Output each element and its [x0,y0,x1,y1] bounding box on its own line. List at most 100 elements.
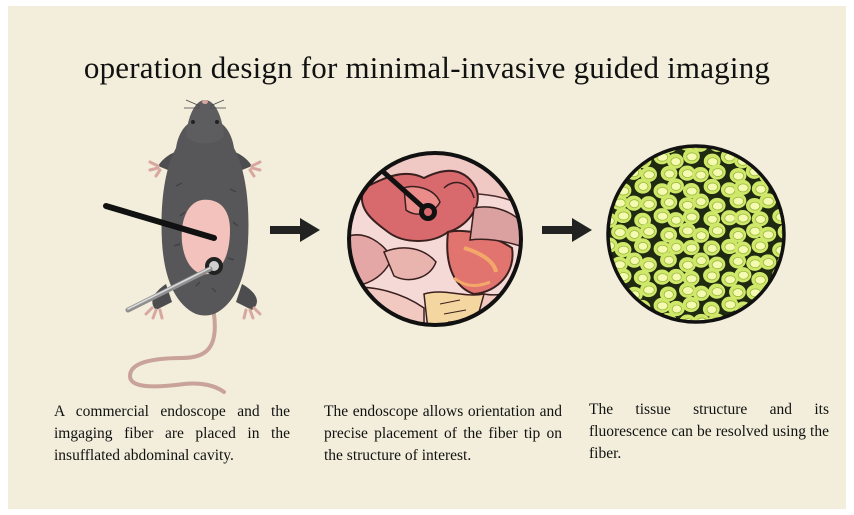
tissue-cell-nucleus [712,288,723,296]
tissue-cell-nucleus [664,256,673,264]
tissue-cell [798,168,815,183]
tissue-cell-nucleus [697,257,707,265]
tissue-cell-nucleus [805,247,816,255]
tissue-cell-nucleus [782,168,792,176]
tissue-cell-nucleus [733,197,743,205]
tissue-cell-nucleus [665,199,675,207]
tissue-cell-nucleus [763,231,773,239]
tissue-cell-nucleus [801,320,812,328]
tissue-cell-nucleus [605,303,615,311]
tissue-cell-nucleus [604,156,613,164]
tissue-cell [778,224,795,239]
tissue-cell [798,282,815,297]
tissue-cell-nucleus [683,261,694,269]
tissue-cell-nucleus [802,230,813,238]
tissue-cell [625,139,642,154]
tissue-cell [591,197,608,212]
tissue-cell [802,267,819,282]
tissue-cell [600,152,617,167]
tissue-cell [802,151,819,166]
tissue-cell-nucleus [605,183,614,191]
tissue-cell-nucleus [802,172,813,180]
tissue-cell-nucleus [713,169,723,177]
tissue-cell [730,136,747,151]
tissue-cell [615,150,632,165]
tissue-cell-nucleus [683,287,694,295]
tissue-cell-nucleus [644,139,655,147]
tissue-cell-nucleus [657,212,668,220]
tissue-cell-nucleus [638,274,647,282]
tissue-cell-nucleus [725,301,736,309]
tissue-cell [600,179,617,194]
tissue-cell-nucleus [657,302,668,310]
arrow-icon [542,218,592,242]
tissue-cell-nucleus [802,198,813,206]
tissue-fluorescence-illustration [604,142,788,326]
tissue-cell [802,208,819,223]
tissue-cell-nucleus [644,227,655,235]
tissue-cell-nucleus [707,215,717,223]
tissue-cell-nucleus [682,170,692,178]
tissue-cell-nucleus [733,319,743,327]
tissue-cell [772,152,789,167]
tissue-cell [601,271,618,286]
tissue-cell-nucleus [595,257,605,265]
tissue-cell-nucleus [738,246,748,254]
tissue-cell-nucleus [683,227,694,235]
tissue-cell-nucleus [696,232,706,240]
tissue-cell-nucleus [630,257,639,265]
tissue-cell [772,301,789,316]
tissue-cell-nucleus [657,274,668,282]
tissue-cell-nucleus [763,258,773,266]
tissue-cell-nucleus [657,187,668,195]
tissue-cell-nucleus [805,272,816,280]
tissue-cell-nucleus [664,231,674,239]
tissue-cell [626,312,643,327]
tissue-cell-nucleus [595,229,605,237]
tissue-cell-nucleus [781,316,791,324]
tissue-cell-nucleus [755,301,765,309]
tissue-cell-nucleus [682,201,693,209]
tissue-cell-nucleus [671,182,681,190]
tissue-cell-nucleus [696,198,706,206]
tissue-cell [788,180,805,195]
tissue-cell-nucleus [712,261,722,269]
tissue-cell [611,134,628,149]
tissue-cell-nucleus [750,316,760,324]
diagram-title: operation design for minimal-invasive gu… [8,50,846,86]
tissue-cell-nucleus [776,156,787,164]
tissue-cell-nucleus [750,142,760,150]
tissue-cell-nucleus [672,273,681,281]
tissue-cell-nucleus [733,172,743,180]
tissue-cell [640,135,657,150]
tissue-cell-nucleus [686,213,697,221]
tissue-cell [591,287,608,302]
tissue-cell [798,134,815,149]
tissue-cell-nucleus [712,227,722,235]
tissue-cell-nucleus [725,186,735,194]
tissue-cell-nucleus [707,306,717,314]
tissue-cell-nucleus [638,242,647,250]
tissue-cell [591,225,608,240]
diagram-panel: operation design for minimal-invasive gu… [8,6,846,509]
tissue-cell-nucleus [595,291,605,299]
tissue-cell-nucleus [712,202,722,210]
tissue-cell [777,286,794,301]
tissue-cell-nucleus [657,245,668,253]
endoscope-view-illustration [344,148,526,330]
tissue-cell-nucleus [630,200,639,208]
tissue-cell-nucleus [781,290,791,298]
tissue-cell [611,316,628,331]
tissue-cell [746,138,763,153]
tissue-cell-nucleus [805,212,816,220]
tissue-cell-nucleus [738,214,748,222]
tissue-cell-nucleus [733,232,743,240]
tissue-cell-nucleus [792,155,801,163]
tissue-cell [601,299,618,314]
tissue-cell [640,316,657,331]
tissue-cell-nucleus [733,257,743,265]
tissue-cell-nucleus [792,302,802,310]
tissue-cell [759,135,776,150]
tissue-cell-nucleus [725,276,735,284]
tissue-cell-nucleus [756,185,766,193]
